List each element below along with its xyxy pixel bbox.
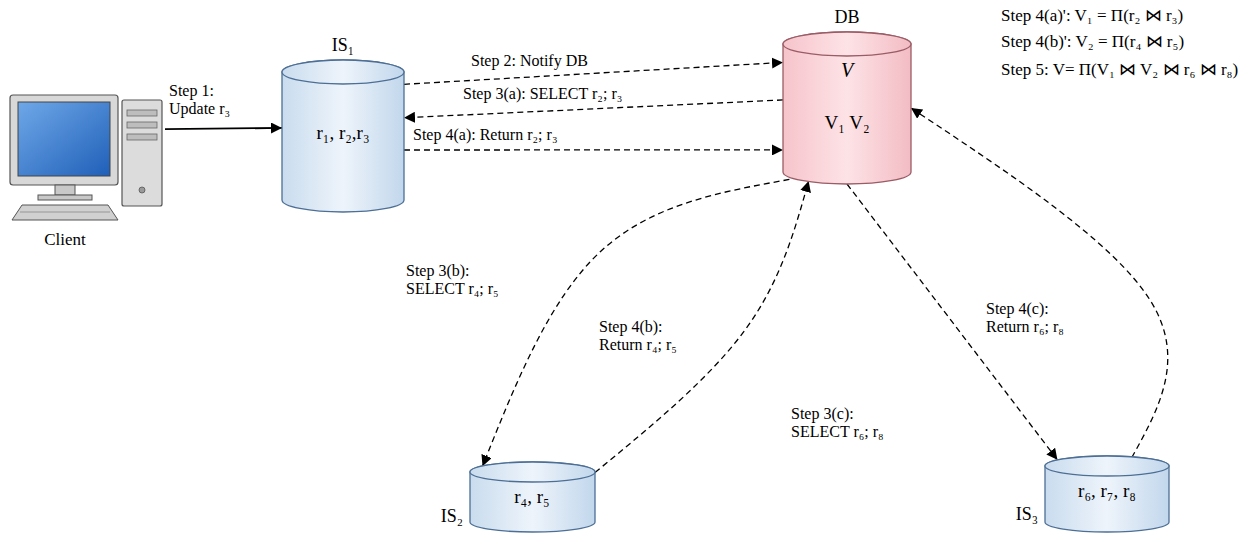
step-label: Step 2: Notify DB [470, 52, 589, 70]
cylinder-body [1045, 456, 1169, 532]
cylinder-top [783, 32, 911, 56]
view-formula: Step 4(a)': V₁ = Π(r₂ ⋈ r₃) [1000, 6, 1184, 26]
solid-arrow [165, 128, 282, 129]
computer-icon [10, 95, 162, 220]
cylinder-top [1045, 456, 1169, 476]
client-node: Client [5, 92, 165, 257]
node-heading: IS₁ [332, 35, 354, 56]
step-label: Step 4(b): Return r₄; r₅ [598, 318, 705, 355]
step-label: Step 3(b): SELECT r₄; r₅ [405, 262, 532, 299]
info-source-cylinder: IS₁r₁, r₂,r₃ [282, 60, 404, 212]
node-heading: IS₃ [1016, 504, 1038, 525]
view-name: V [841, 59, 853, 82]
cylinder-body [470, 462, 595, 532]
database-cylinder: DBVV₁ V₂ [783, 32, 911, 184]
dashed-arrow [404, 62, 783, 84]
step-label: Step 4(a): Return r₂; r₃ [412, 126, 558, 144]
relation-list: r₁, r₂,r₃ [316, 122, 369, 144]
info-source-cylinder: IS₂r₄, r₅ [470, 462, 595, 532]
node-heading: DB [834, 7, 859, 28]
step-label: Step 4(c): Return r₆; r₈ [985, 300, 1087, 337]
info-source-cylinder: IS₃r₆, r₇, r₈ [1045, 456, 1169, 532]
dashed-arrow [483, 179, 790, 466]
node-heading: IS₂ [441, 506, 463, 527]
relation-list: r₄, r₅ [514, 486, 549, 508]
node-label: Client [44, 230, 86, 250]
view-formula: Step 4(b)': V₂ = Π(r₄ ⋈ r₅) [1000, 32, 1185, 52]
relation-list: r₆, r₇, r₈ [1078, 480, 1136, 502]
cylinder-top [282, 60, 404, 84]
cylinder-body [783, 32, 911, 184]
step-label: Step 1: Update r₃ [168, 82, 250, 119]
dashed-arrow [404, 149, 783, 150]
step-label: Step 3(a): SELECT r₂; r₃ [462, 85, 623, 103]
cylinder-top [470, 462, 595, 482]
view-list: V₁ V₂ [824, 112, 869, 134]
view-formula: Step 5: V= Π(V₁ ⋈ V₂ ⋈ r₆ ⋈ r₈) [1000, 60, 1239, 80]
dashed-arrow [595, 181, 809, 473]
cylinder-body [282, 60, 404, 212]
step-label: Step 3(c): SELECT r₆; r₈ [790, 405, 917, 442]
cylinder-outline [783, 32, 911, 184]
dashed-arrow [911, 108, 1168, 458]
